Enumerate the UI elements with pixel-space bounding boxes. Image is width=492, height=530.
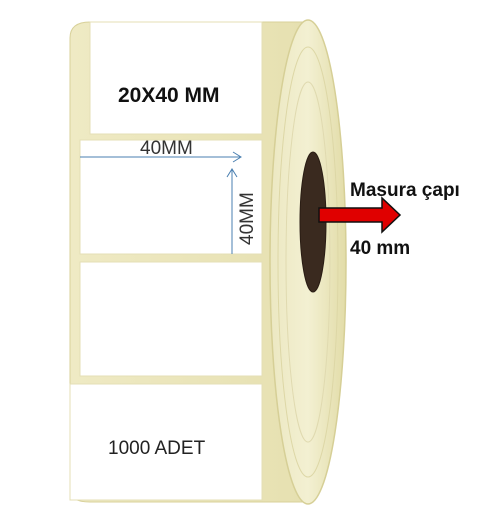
- label-quantity-text: 1000 ADET: [108, 438, 206, 459]
- label-fourth: [69, 383, 263, 501]
- core-diameter-arrow: [318, 196, 402, 234]
- label-third: [79, 261, 263, 377]
- label-stack: [69, 21, 263, 501]
- width-dimension-arrow: [80, 151, 242, 163]
- core-diameter-value: 40 mm: [350, 238, 411, 259]
- label-height-text: 40MM: [237, 192, 258, 245]
- height-dimension-arrow: [226, 168, 238, 254]
- label-width-text: 40MM: [140, 138, 193, 159]
- core-diameter-title: Masura çapı: [350, 180, 460, 201]
- label-size-title: 20X40 MM: [118, 84, 220, 107]
- label-top: [89, 21, 263, 135]
